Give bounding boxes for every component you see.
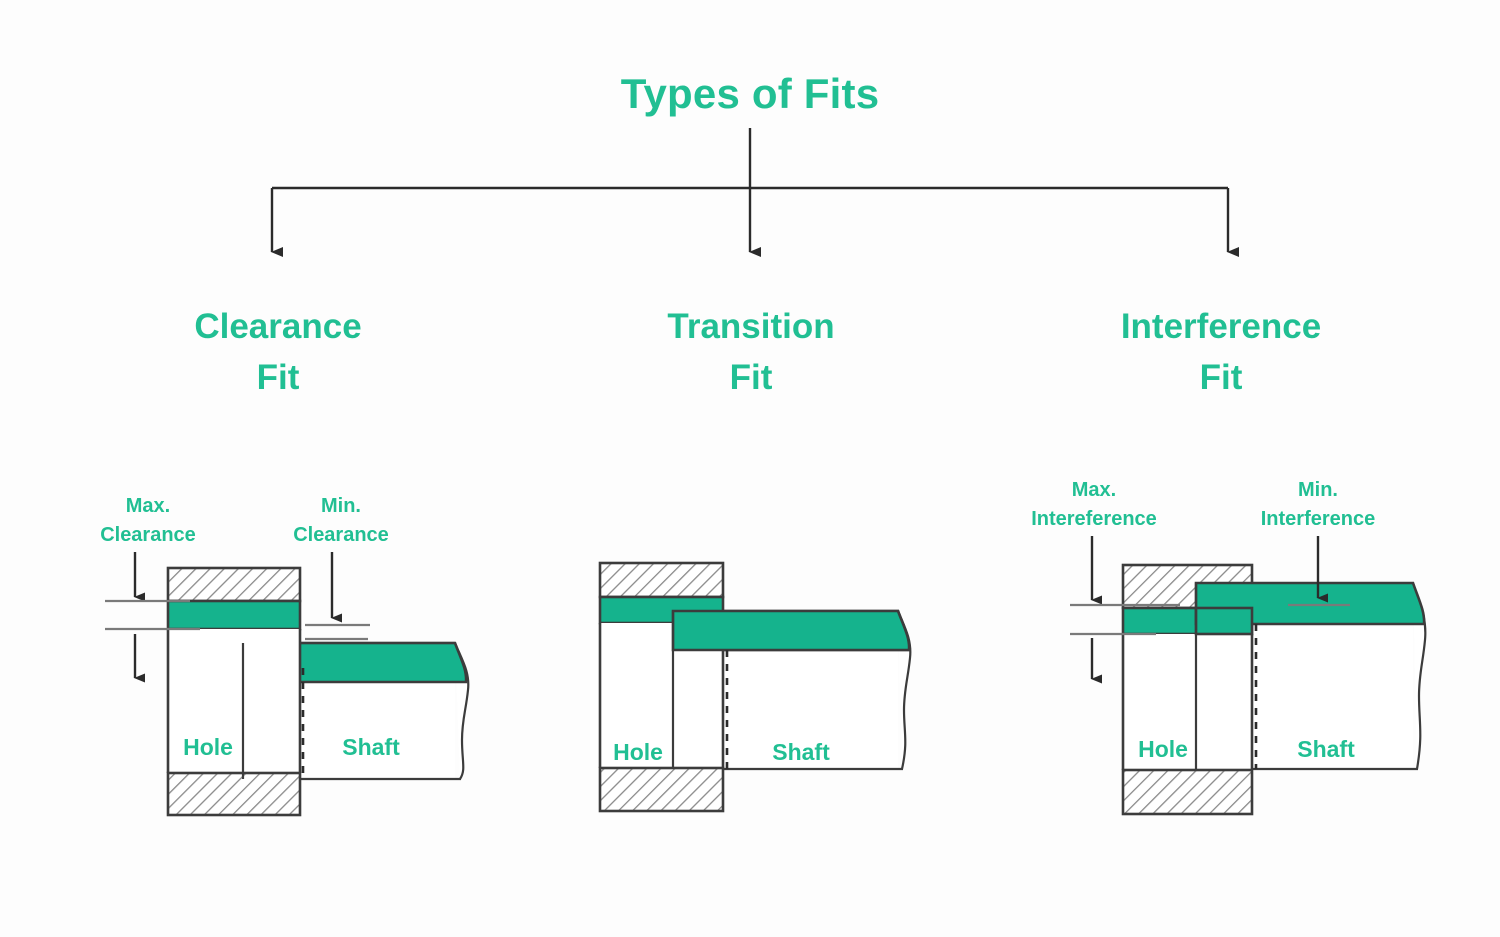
clearance-fit-illustration: Hole Shaft Max. Clearance Min. Clearance <box>100 495 470 817</box>
hole-material-bottom-interference <box>1123 770 1252 814</box>
annotation-min-interference-line2: Interference <box>1261 508 1376 530</box>
connector-tree <box>270 128 1239 257</box>
annotation-min-clearance-line2: Clearance <box>293 524 389 546</box>
annotation-min-interference: Min. Interference <box>1261 479 1376 607</box>
category-title-transition-line1: Transition <box>667 307 834 346</box>
annotation-min-clearance: Min. Clearance <box>293 495 389 641</box>
category-title-transition-line2: Fit <box>730 358 773 397</box>
category-title-clearance-line2: Fit <box>257 358 300 397</box>
category-title-transition: Transition Fit <box>667 307 834 397</box>
hole-label-interference: Hole <box>1138 736 1188 762</box>
hole-label-clearance: Hole <box>183 734 233 760</box>
hole-material-bottom-clearance <box>168 773 300 815</box>
hole-tolerance-band-clearance <box>166 599 302 631</box>
page-title: Types of Fits <box>621 70 880 117</box>
hole-material-top-transition <box>600 563 723 597</box>
annotation-max-interference: Max. Intereference <box>1031 479 1180 684</box>
category-title-interference-line1: Interference <box>1121 307 1321 346</box>
annotation-max-clearance: Max. Clearance <box>100 495 200 683</box>
shaft-label-clearance: Shaft <box>342 734 400 760</box>
category-title-clearance-line1: Clearance <box>194 307 361 346</box>
category-title-interference: Interference Fit <box>1121 307 1321 397</box>
category-title-clearance: Clearance Fit <box>194 307 361 397</box>
category-title-interference-line2: Fit <box>1200 358 1243 397</box>
interference-fit-illustration: Hole Shaft Max. Intereference Min. Inter… <box>1031 479 1427 816</box>
annotation-max-clearance-line1: Max. <box>126 495 170 517</box>
annotation-min-interference-line1: Min. <box>1298 479 1338 501</box>
annotation-max-interference-line2: Intereference <box>1031 508 1157 530</box>
hole-material-bottom-transition <box>600 768 723 811</box>
annotation-min-clearance-line1: Min. <box>321 495 361 517</box>
annotation-max-clearance-line2: Clearance <box>100 524 196 546</box>
annotation-max-interference-line1: Max. <box>1072 479 1116 501</box>
shaft-label-transition: Shaft <box>772 739 830 765</box>
hole-material-top-clearance <box>168 568 300 601</box>
transition-fit-illustration: Hole Shaft <box>598 561 912 813</box>
shaft-label-interference: Shaft <box>1297 736 1355 762</box>
hole-label-transition: Hole <box>613 739 663 765</box>
